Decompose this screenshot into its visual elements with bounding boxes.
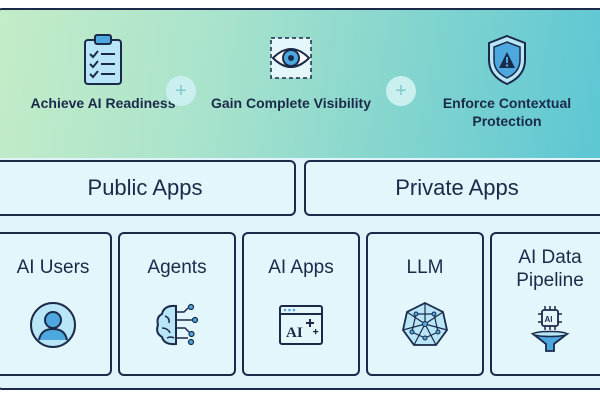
ai-window-icon: AI xyxy=(279,305,323,345)
user-icon xyxy=(30,302,76,348)
pillar-visibility: Gain Complete Visibility xyxy=(206,32,376,112)
pillar-label: Enforce Contextual Protection xyxy=(442,95,572,129)
svg-text:AI: AI xyxy=(545,315,553,324)
card-title: AI Apps xyxy=(268,257,334,278)
pillar-ai-readiness: Achieve AI Readiness xyxy=(18,32,188,112)
plus-separator: + xyxy=(166,76,196,106)
pillar-label: Gain Complete Visibility xyxy=(210,95,371,111)
card-title: Agents xyxy=(147,257,207,278)
shield-warning-icon xyxy=(488,34,526,86)
pillar-label: Achieve AI Readiness xyxy=(30,95,176,111)
card-title: LLM xyxy=(406,257,444,278)
svg-text:AI: AI xyxy=(286,325,303,341)
diagram-frame: Achieve AI Readiness + Gain Complete Vis… xyxy=(0,8,600,390)
card-agents: Agents xyxy=(118,232,236,376)
plus-separator: + xyxy=(386,76,416,106)
public-apps-box: Public Apps xyxy=(0,160,296,216)
chip-funnel-icon: AI xyxy=(530,306,570,352)
pillar-protection: Enforce Contextual Protection xyxy=(422,32,592,130)
network-sphere-icon xyxy=(402,301,448,346)
card-ai-users: AI Users xyxy=(0,232,112,376)
eye-icon xyxy=(270,37,312,79)
card-llm: LLM xyxy=(366,232,484,376)
card-ai-data-pipeline: AI Data Pipeline AI xyxy=(490,232,600,376)
card-title: AI Users xyxy=(16,257,90,278)
private-apps-box: Private Apps xyxy=(304,160,600,216)
clipboard-checklist-icon xyxy=(84,34,122,85)
card-ai-apps: AI Apps AI xyxy=(242,232,360,376)
brain-circuit-icon xyxy=(156,303,199,346)
card-title: AI Data Pipeline xyxy=(516,247,584,291)
